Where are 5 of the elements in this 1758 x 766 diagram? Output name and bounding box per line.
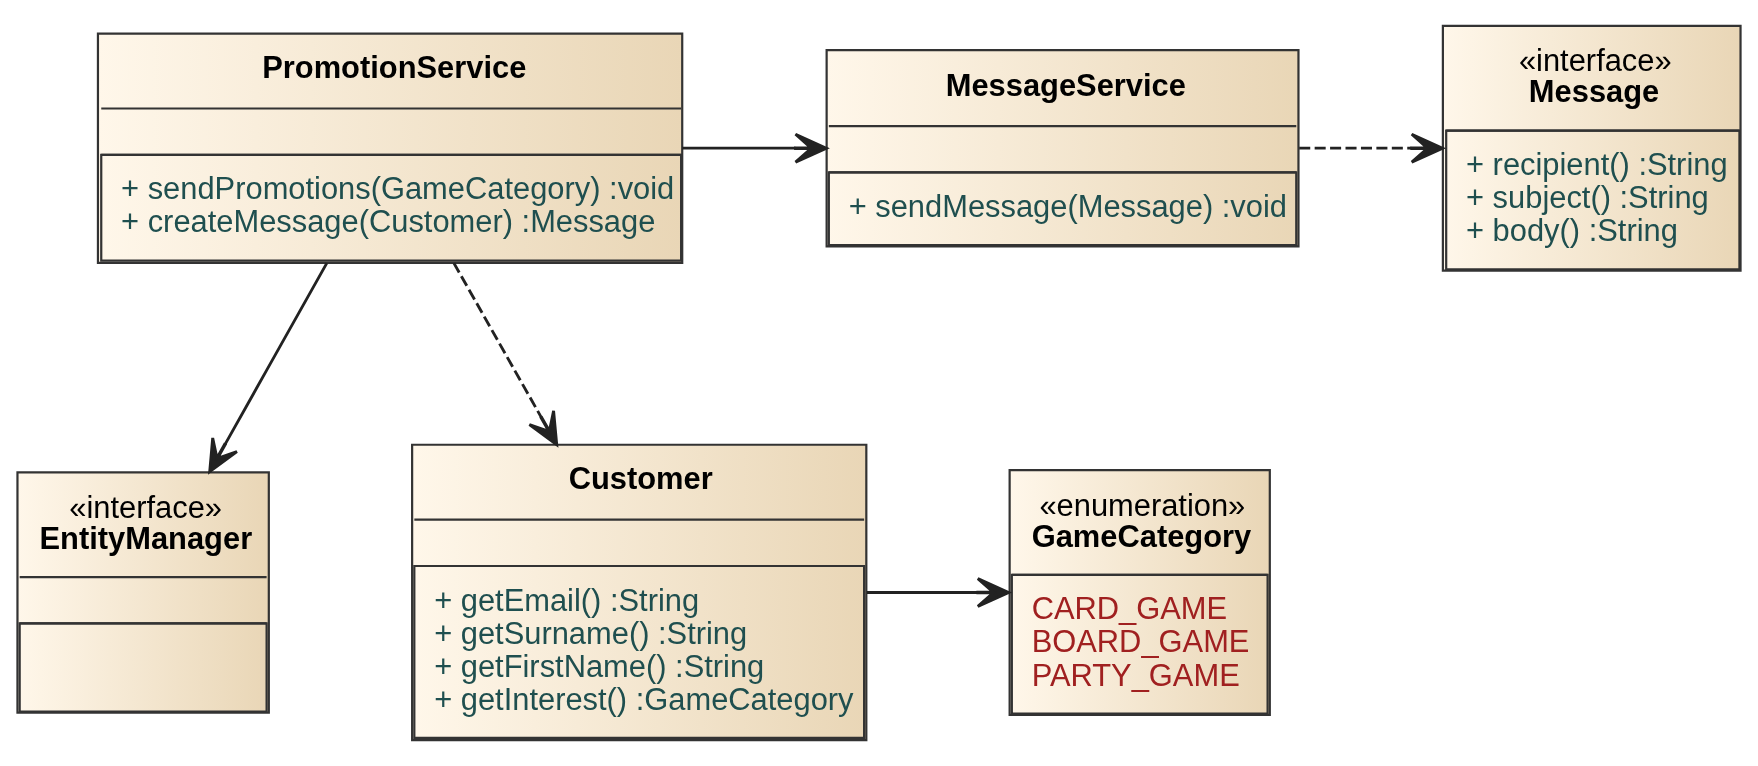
arrow [208, 262, 329, 474]
arrow [452, 262, 559, 447]
arrow [1299, 132, 1445, 164]
arrow [682, 132, 828, 164]
arrow [867, 577, 1011, 608]
